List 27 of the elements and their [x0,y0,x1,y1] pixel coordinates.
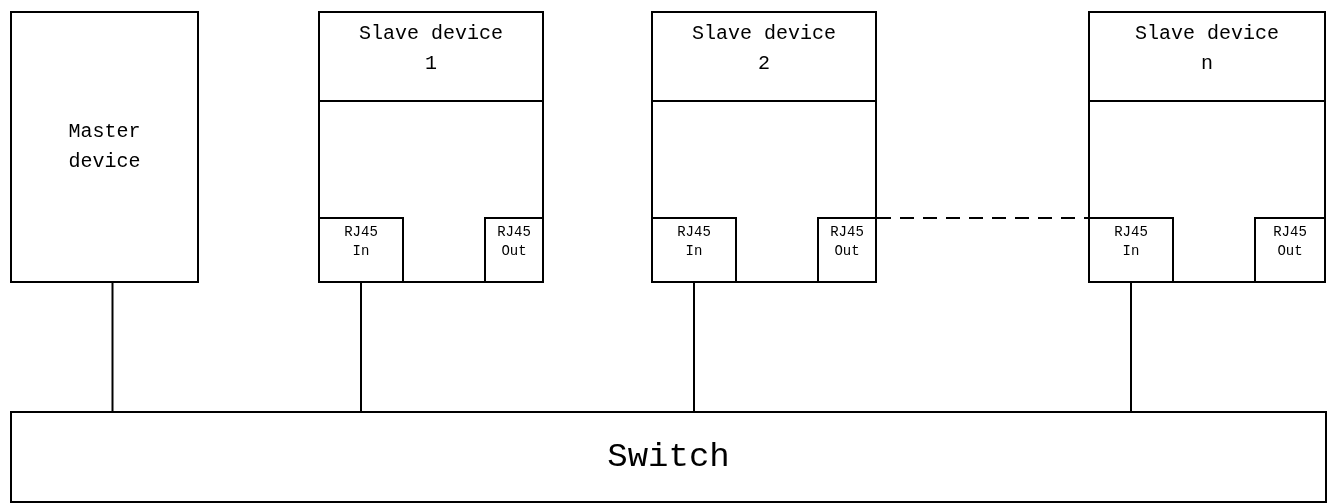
connector-line [1130,282,1132,412]
port-box [318,217,404,283]
port-label: RJ45 In [1113,223,1149,261]
port-label: RJ45 In [343,223,379,261]
port-box [817,217,877,283]
port-label: RJ45 Out [829,223,865,261]
port-box [484,217,544,283]
device-label: Slave device n [1133,21,1280,77]
port-label: RJ45 Out [496,223,532,261]
switch-box [10,411,1327,503]
device-label: Slave device 1 [357,21,504,77]
port-label: RJ45 In [676,223,712,261]
device-box [318,11,544,283]
connector-line [111,282,114,412]
device-label: Slave device 2 [690,21,837,77]
device-box [1088,11,1326,283]
port-box [651,217,737,283]
device-box [10,11,199,283]
port-box [1088,217,1174,283]
connector-line [693,282,695,412]
device-box [651,11,877,283]
connector-line [876,217,1089,219]
port-box [1254,217,1326,283]
device-label: Master device [67,119,142,175]
connector-line [360,282,362,412]
port-label: RJ45 Out [1272,223,1308,261]
device-label: Switch [607,436,730,478]
